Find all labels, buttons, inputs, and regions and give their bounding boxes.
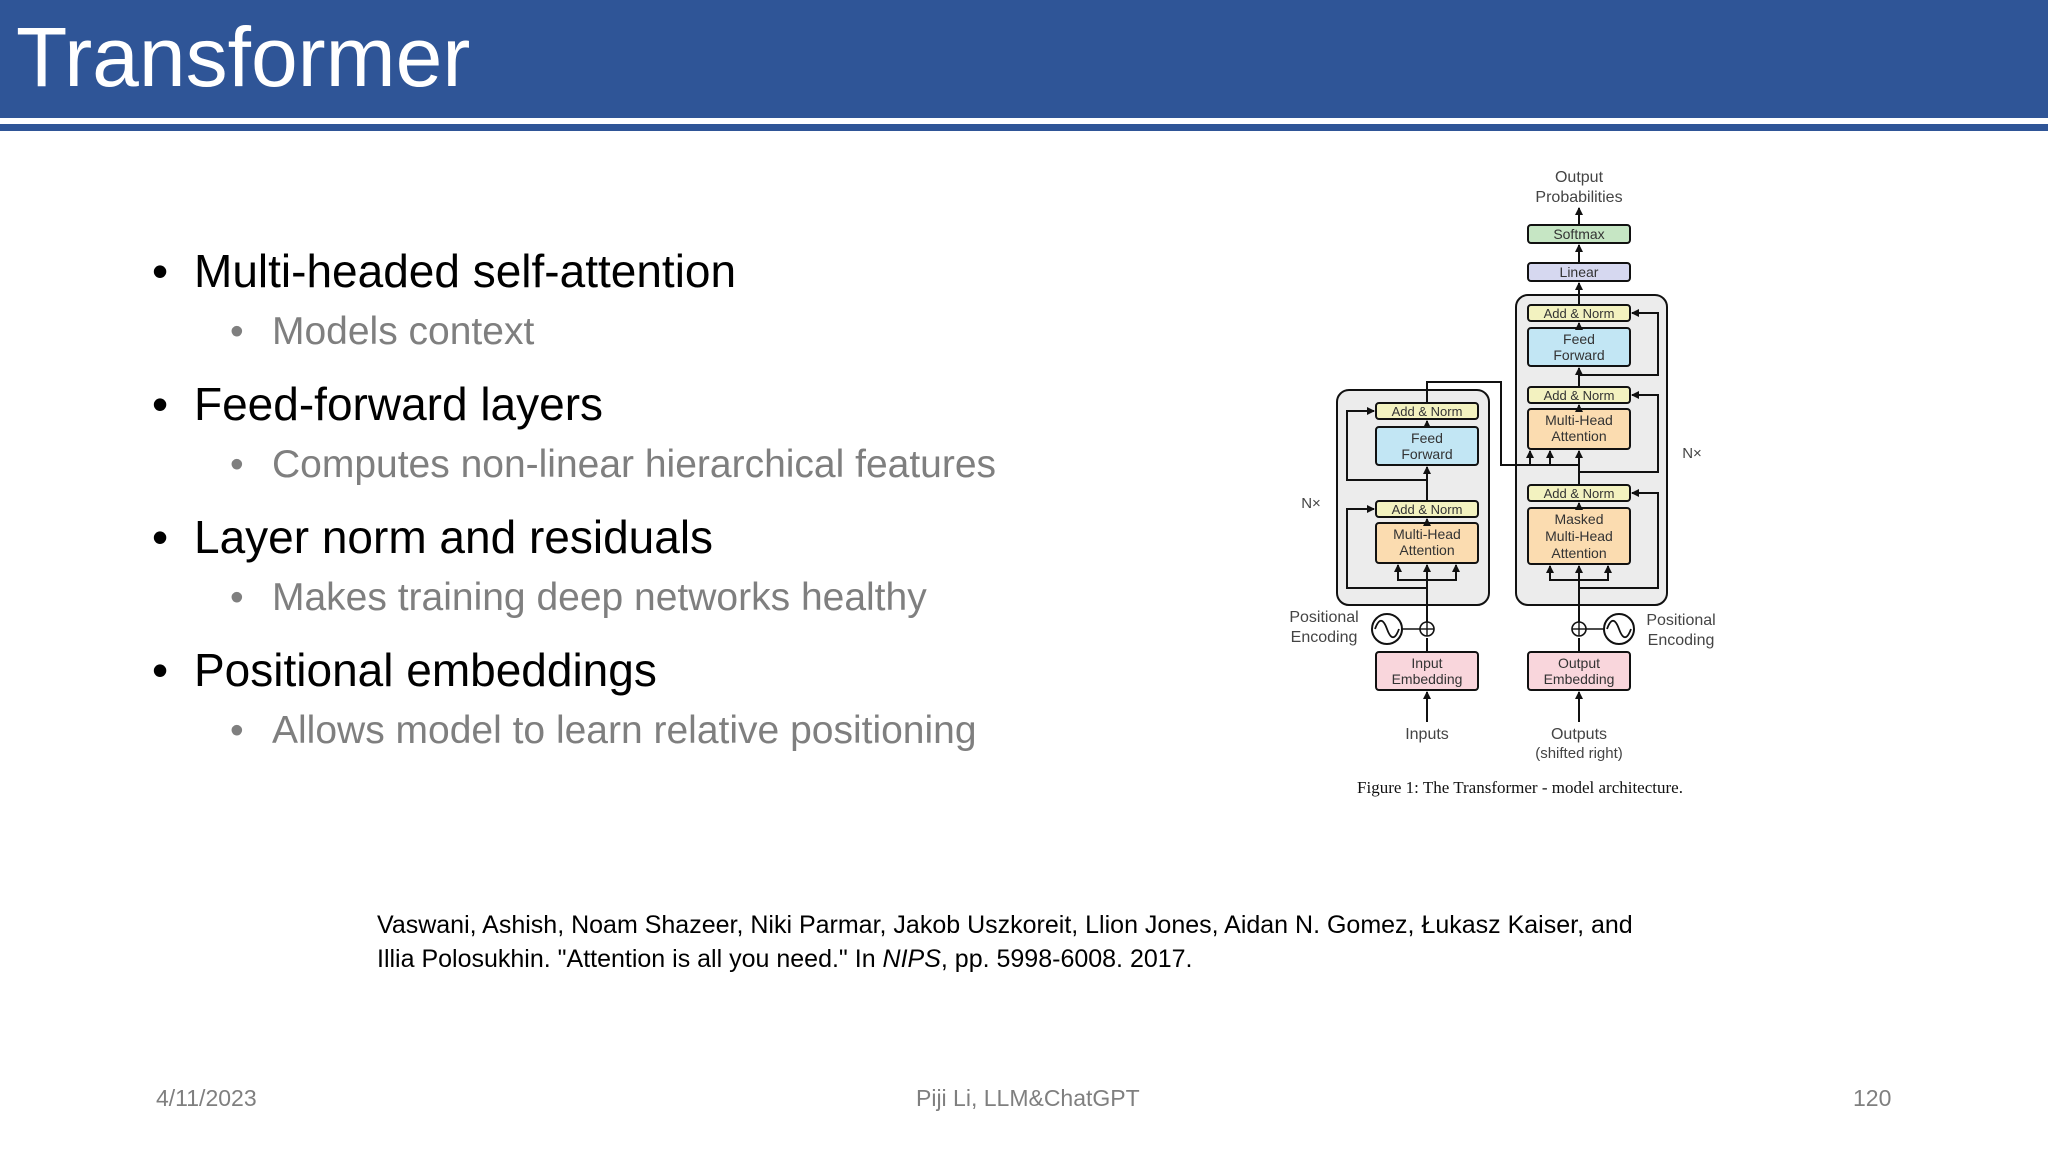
output-probabilities-label: Output — [1555, 169, 1604, 186]
decoder-masked-attention-label: Masked — [1554, 511, 1603, 527]
encoder-feed-forward-label: Feed — [1411, 430, 1443, 446]
outputs-label: (shifted right) — [1535, 745, 1623, 762]
decoder-positional-label: Positional — [1646, 612, 1715, 629]
decoder-feed-forward-label: Feed — [1563, 331, 1595, 347]
decoder-attention-label: Multi-Head — [1545, 412, 1613, 428]
bullet-1: • Multi-headed self-attention — [152, 243, 736, 299]
encoder-block — [1336, 389, 1490, 606]
softmax-label: Softmax — [1553, 226, 1604, 242]
sub-bullet-3: • Makes training deep networks healthy — [230, 573, 927, 623]
figure-caption: Figure 1: The Transformer - model archit… — [1357, 778, 1683, 797]
bullet-dot: • — [230, 443, 244, 486]
title-bar-separator — [0, 118, 2048, 124]
slide-title: Transformer — [16, 10, 471, 104]
title-bar-underline — [0, 124, 2048, 131]
bullet-dot: • — [230, 576, 244, 619]
encoder-positional-label: Positional — [1289, 609, 1358, 626]
encoder-attention-label: Multi-Head — [1393, 526, 1461, 542]
bullet-dot: • — [230, 310, 244, 353]
citation-text: Vaswani, Ashish, Noam Shazeer, Niki Parm… — [377, 911, 1633, 973]
sub-bullet-2-text: Computes non-linear hierarchical feature… — [272, 443, 997, 486]
sub-bullet-3-text: Makes training deep networks healthy — [272, 576, 927, 619]
bullet-3-text: Layer norm and residuals — [194, 511, 714, 563]
title-bar — [0, 0, 2048, 118]
bullet-dot: • — [152, 378, 169, 430]
sub-bullet-1: • Models context — [230, 307, 534, 357]
sub-bullet-4: • Allows model to learn relative position… — [230, 706, 977, 756]
encoder-add-norm-2-label: Add & Norm — [1392, 404, 1463, 419]
output-probabilities-label: Probabilities — [1535, 189, 1622, 206]
transformer-architecture-diagram: Output Probabilities Softmax Linear Add … — [1289, 169, 1715, 762]
sub-bullet-2: • Computes non-linear hierarchical featur… — [230, 440, 996, 490]
bullet-4: • Positional embeddings — [152, 642, 657, 698]
encoder-attention-label: Attention — [1399, 542, 1454, 558]
encoder-nx-label: N× — [1301, 495, 1321, 512]
bullet-dot: • — [152, 511, 169, 563]
bullet-4-text: Positional embeddings — [194, 644, 657, 696]
footer-center-text: Piji Li, LLM&ChatGPT — [916, 1085, 1140, 1111]
decoder-add-norm-3-label: Add & Norm — [1544, 306, 1615, 321]
footer-page-number: 120 — [1853, 1085, 1892, 1111]
encoder-feed-forward-label: Forward — [1401, 446, 1452, 462]
inputs-label: Inputs — [1405, 726, 1449, 743]
bullet-dot: • — [152, 245, 169, 297]
output-embedding-label: Output — [1558, 655, 1600, 671]
encoder-add-norm-1-label: Add & Norm — [1392, 502, 1463, 517]
decoder-add-norm-1-label: Add & Norm — [1544, 486, 1615, 501]
citation-venue: NIPS — [882, 945, 941, 973]
output-embedding-label: Embedding — [1544, 671, 1615, 687]
decoder-feed-forward-label: Forward — [1553, 347, 1604, 363]
decoder-nx-label: N× — [1682, 445, 1702, 462]
linear-label: Linear — [1560, 264, 1599, 280]
decoder-masked-attention-label: Attention — [1551, 545, 1606, 561]
footer-date: 4/11/2023 — [156, 1085, 257, 1111]
decoder-positional-label: Encoding — [1648, 632, 1715, 649]
bullet-2-text: Feed-forward layers — [194, 378, 604, 430]
citation: Vaswani, Ashish, Noam Shazeer, Niki Parm… — [377, 908, 1677, 976]
decoder-attention-label: Attention — [1551, 428, 1606, 444]
encoder-positional-label: Encoding — [1291, 629, 1358, 646]
decoder-add-norm-2-label: Add & Norm — [1544, 388, 1615, 403]
bullet-3: • Layer norm and residuals — [152, 509, 713, 565]
decoder-masked-attention-label: Multi-Head — [1545, 528, 1613, 544]
bullet-dot: • — [230, 709, 244, 752]
sub-bullet-4-text: Allows model to learn relative positioni… — [272, 709, 977, 752]
input-embedding-label: Input — [1411, 655, 1442, 671]
input-embedding-label: Embedding — [1392, 671, 1463, 687]
outputs-label: Outputs — [1551, 726, 1607, 743]
bullet-dot: • — [152, 644, 169, 696]
bullet-1-text: Multi-headed self-attention — [194, 245, 737, 297]
citation-tail: , pp. 5998-6008. 2017. — [940, 945, 1193, 973]
bullet-2: • Feed-forward layers — [152, 376, 603, 432]
sub-bullet-1-text: Models context — [272, 310, 535, 353]
